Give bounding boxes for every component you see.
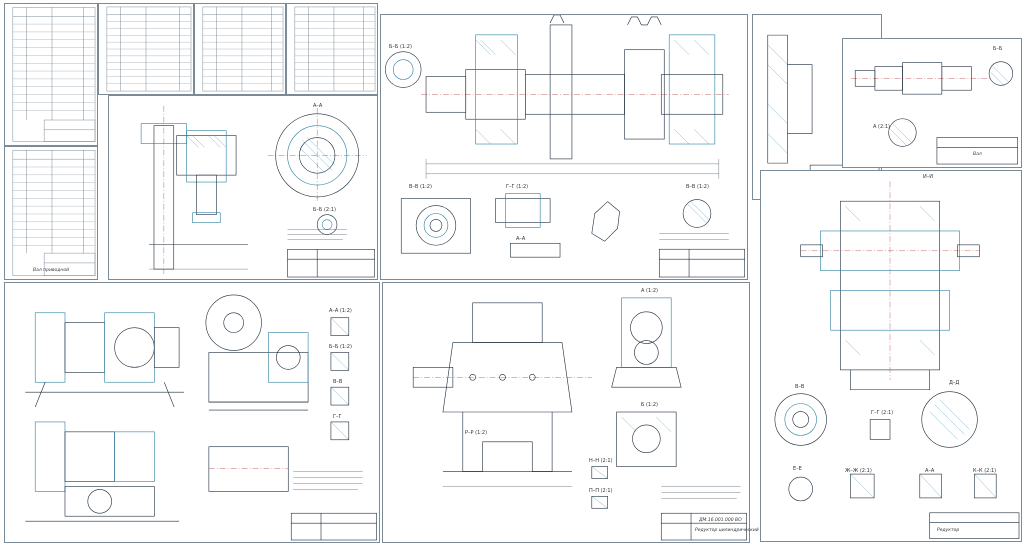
reducer-assembly-sheet: И–И В–В Д–Д Г–Г (2:1) Е–Е Ж–Ж (2:1) А–А … — [760, 170, 1022, 542]
gearbox-drawing — [412, 297, 747, 541]
view-label-n-n: Н–Н (2:1) — [589, 458, 613, 464]
view-label-a-detail: А (2:1) — [873, 124, 890, 130]
spec-table-2 — [12, 150, 96, 276]
view-label-a-a-reducer: А–А — [925, 468, 935, 474]
shaft-detail-drawing — [851, 61, 1018, 165]
view-label-e-e: Е–Е — [793, 466, 802, 472]
view-label-g-g-drive: Г–Г — [333, 414, 342, 420]
gearbox-stamp-code: ДМ.16.001.000 ВО — [699, 518, 742, 523]
gearbox-stamp: Редуктор цилиндрический — [695, 528, 759, 533]
view-label-b-b-section: Б–Б (1:2) — [389, 44, 412, 50]
reducer-assembly-drawing — [774, 181, 1020, 539]
view-label-g-g-section: Г–Г (1:2) — [506, 184, 529, 190]
view-label-v-v: В–В — [795, 384, 805, 390]
drive-sheet: А–А (1:2) Б–Б (1:2) В–В Г–Г — [4, 282, 380, 543]
shaft-detail-sheet: Б–Б А (2:1) Вал — [842, 38, 1022, 168]
view-label-zh-zh: Ж–Ж (2:1) — [845, 468, 872, 474]
view-label-b-b: Б–Б (2:1) — [313, 207, 336, 213]
reducer-stamp: Редуктор — [937, 528, 960, 533]
view-label-a-a: А–А — [313, 103, 323, 109]
view-label-r-r: Р–Р (1:2) — [465, 430, 488, 436]
view-label-a-gearbox: А (1:2) — [641, 288, 658, 294]
view-label-v-v-section: В–В (1:2) — [409, 184, 432, 190]
spec-table-3 — [106, 6, 192, 92]
view-label-a-a-section: А–А — [516, 236, 526, 242]
shaft-assembly-drawing — [140, 105, 375, 278]
view-label-b-b-drive: Б–Б (1:2) — [329, 344, 352, 350]
gearbox-sheet: А (1:2) Б (1:2) Р–Р (1:2) Н–Н (2:1) П–П … — [382, 282, 759, 543]
spec-sheet-1 — [4, 3, 98, 146]
view-label-g-g: Г–Г (2:1) — [871, 410, 894, 416]
spec-sheet-5 — [286, 3, 378, 95]
view-label-p-p: П–П (2:1) — [589, 488, 613, 494]
view-label-b-b-detail: Б–Б — [993, 46, 1003, 52]
shaft-assembly-sheet: А–А Б–Б (2:1) — [108, 95, 378, 280]
spec-sheet-2: Вал приводной — [4, 146, 98, 280]
spec-sheet-3 — [98, 3, 194, 95]
spec-table-4 — [202, 6, 284, 92]
spec-table-1 — [12, 7, 96, 142]
shaft-section-drawing — [385, 15, 745, 278]
view-label-k-k: К–К (2:1) — [973, 468, 997, 474]
shaft-detail-stamp: Вал — [973, 152, 982, 157]
spec-sheet-4 — [194, 3, 286, 95]
view-label-a-a-drive: А–А (1:2) — [329, 308, 352, 314]
shaft-section-sheet: Б–Б (1:2) В–В (1:2) Г–Г (1:2) В–В (1:2) … — [380, 14, 748, 280]
drive-drawing — [25, 294, 377, 541]
spec-sheet-2-stamp: Вал приводной — [33, 268, 70, 273]
view-label-d-d-section: В–В (1:2) — [686, 184, 709, 190]
view-label-b-gearbox: Б (1:2) — [641, 402, 658, 408]
spec-table-5 — [294, 6, 376, 92]
view-label-i-i: И–И — [923, 174, 933, 180]
view-label-d-d: Д–Д — [949, 380, 960, 386]
view-label-v-v-drive: В–В — [333, 379, 343, 385]
